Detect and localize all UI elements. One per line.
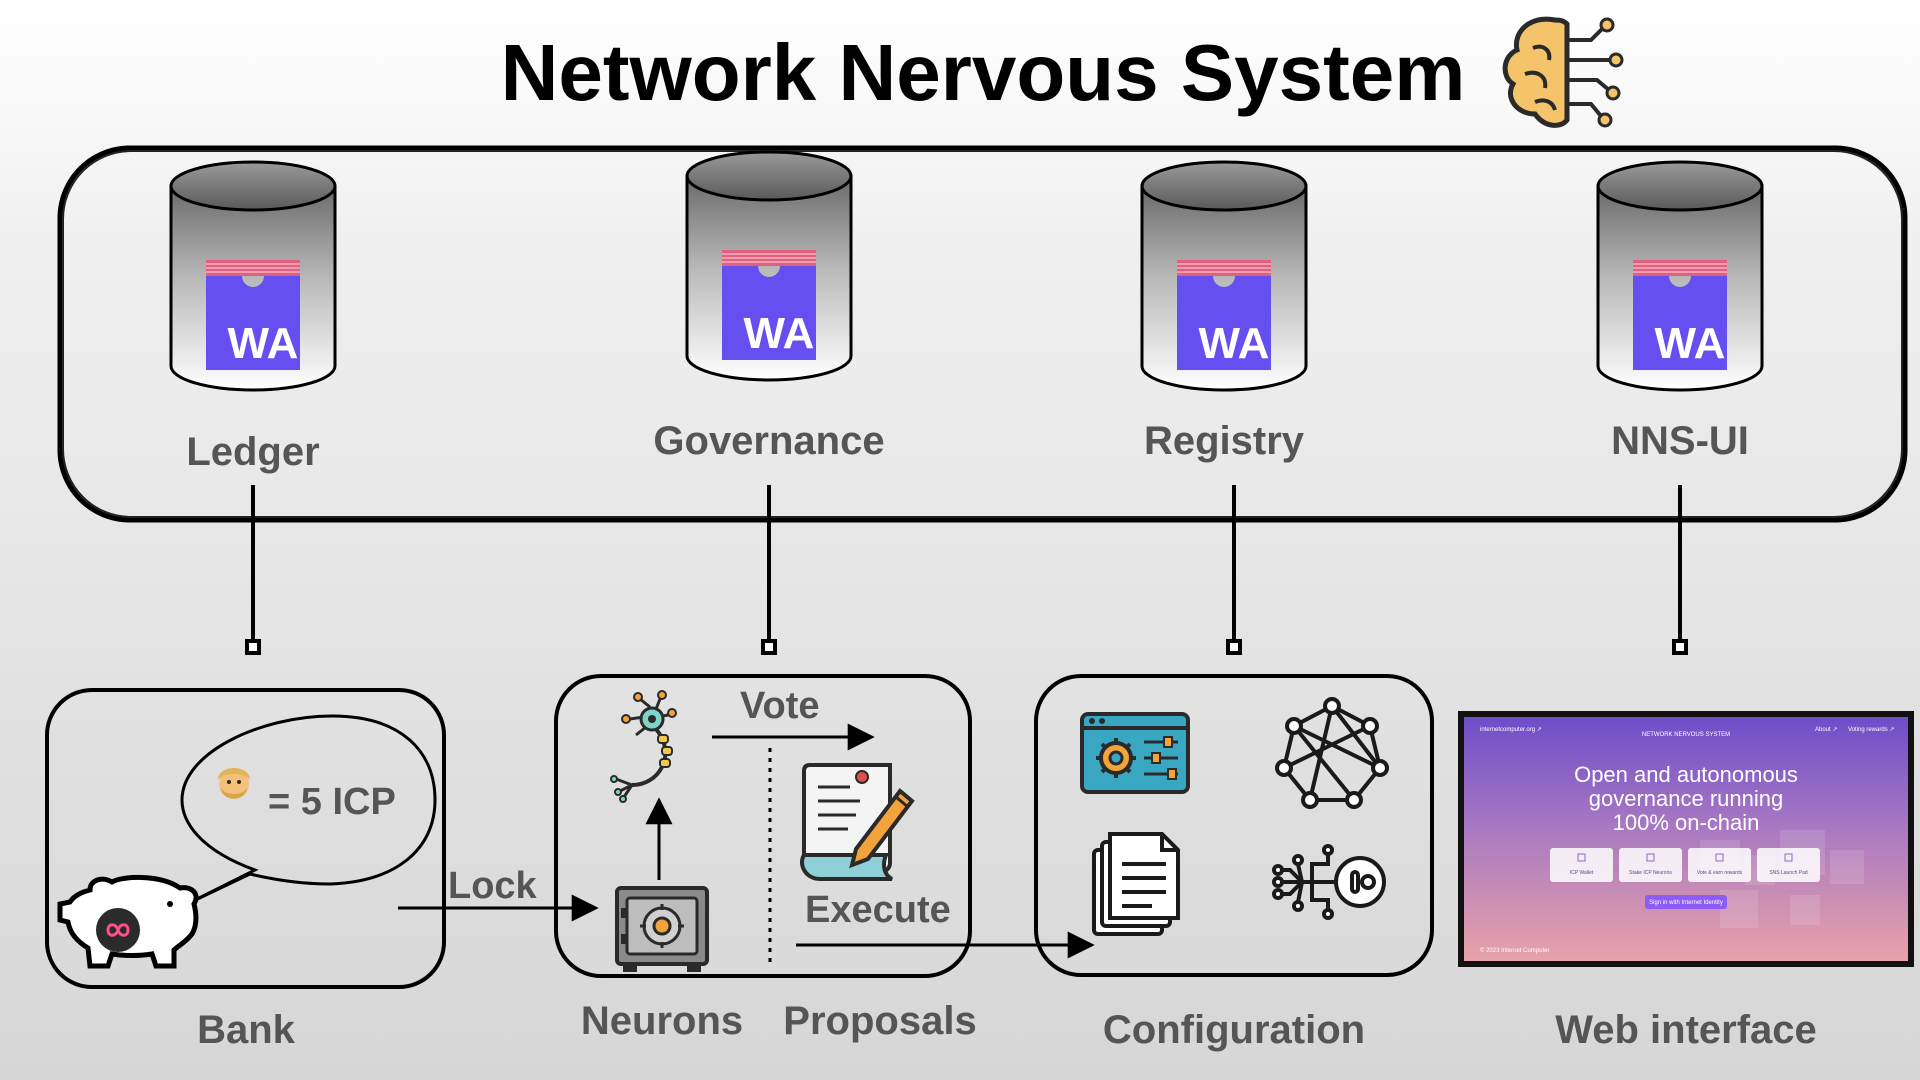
person-emoji-icon [218, 768, 250, 799]
webassembly-logo-icon: WA [1633, 260, 1727, 370]
safe-icon [615, 886, 709, 972]
web-nav-center: NETWORK NERVOUS SYSTEM [1642, 732, 1730, 738]
web-card-label: Vote & earn rewards [1697, 870, 1743, 876]
web-footer: © 2023 Internet Computer [1480, 947, 1549, 954]
canister-label: Registry [1144, 419, 1305, 463]
web-card-label: SNS Launch Pad [1769, 870, 1808, 876]
webassembly-logo-icon: WA [722, 250, 816, 360]
canister-label: Governance [653, 419, 884, 463]
web-hero-line-1: Open and autonomous [1574, 762, 1798, 787]
web-interface-label: Web interface [1555, 1008, 1817, 1052]
neurons-label: Neurons [581, 999, 743, 1043]
web-hero-line-3: 100% on-chain [1613, 810, 1760, 835]
settings-dashboard-icon [1080, 712, 1190, 794]
webassembly-logo-icon: WA [206, 260, 300, 370]
network-graph-icon [1275, 697, 1389, 809]
configuration-box [1034, 674, 1434, 977]
web-card-icon [1646, 853, 1655, 862]
canister-governance: WA Governance [653, 150, 885, 463]
web-nav-left: internetcomputer.org ↗ [1480, 727, 1542, 733]
webassembly-logo-text: WA [1655, 319, 1726, 368]
nns-canister-group [57, 145, 1908, 523]
brain-circuit-icon [1502, 16, 1624, 128]
canister-label: NNS-UI [1611, 419, 1749, 463]
configuration-label: Configuration [1103, 1008, 1365, 1052]
neuron-icon [610, 690, 677, 803]
web-sign-in-button: Sign in with Internet Identity [1649, 900, 1723, 906]
bubble-text: = 5 ICP [268, 781, 396, 823]
bank-box [45, 688, 446, 989]
web-card-icon [1784, 853, 1793, 862]
vote-label: Vote [740, 685, 820, 727]
connector-lines [251, 485, 1682, 642]
web-card-icon [1715, 853, 1724, 862]
webassembly-logo-icon: WA [1177, 260, 1271, 370]
webassembly-logo-text: WA [744, 309, 815, 358]
web-card [1550, 848, 1613, 882]
canister-registry: WA Registry [1140, 160, 1308, 463]
webassembly-logo-text: WA [228, 319, 299, 368]
web-interface-preview: internetcomputer.org ↗ NETWORK NERVOUS S… [1458, 711, 1914, 967]
web-hero-line-2: governance running [1589, 786, 1783, 811]
web-card [1619, 848, 1682, 882]
web-card-label: ICP Wallet [1570, 870, 1594, 876]
web-nav-right-2: Voting rewards ↗ [1848, 727, 1894, 733]
web-card-label: Stake ICP Neurons [1629, 870, 1672, 876]
circuit-key-icon [1272, 844, 1386, 920]
contract-sign-icon [800, 763, 915, 881]
lock-label: Lock [448, 865, 538, 907]
canister-nns-ui: WA NNS-UI [1596, 160, 1764, 463]
web-card [1688, 848, 1751, 882]
web-card-icon [1577, 853, 1586, 862]
proposals-label: Proposals [783, 999, 976, 1043]
documents-icon [1092, 832, 1180, 936]
webassembly-logo-text: WA [1199, 319, 1270, 368]
bank-label: Bank [197, 1008, 296, 1052]
web-nav-right-1: About ↗ [1815, 727, 1837, 733]
page-title: Network Nervous System [501, 28, 1466, 117]
canister-ledger: WA Ledger [169, 160, 337, 474]
canister-label: Ledger [186, 430, 319, 474]
piggy-bank-icon [57, 874, 199, 969]
execute-label: Execute [805, 889, 951, 931]
speech-bubble [180, 714, 437, 907]
web-card [1757, 848, 1820, 882]
connector-terminals [245, 639, 1688, 655]
governance-box [554, 674, 972, 978]
